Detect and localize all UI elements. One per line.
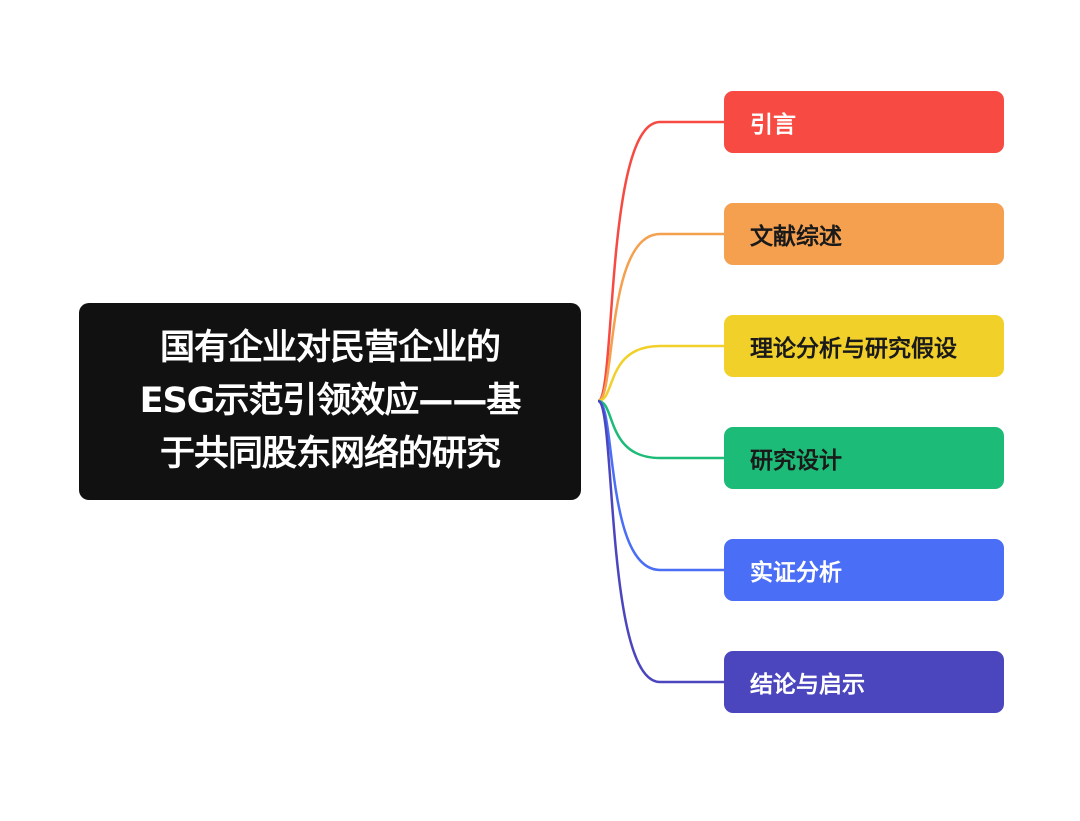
branch-node-research-design[interactable]: 研究设计 (724, 427, 1004, 489)
branch-label-theory-hypotheses: 理论分析与研究假设 (750, 336, 957, 362)
connector-line-4 (597, 399, 724, 460)
branch-label-introduction: 引言 (750, 112, 796, 138)
connector-line-2 (597, 232, 724, 403)
branch-node-introduction[interactable]: 引言 (724, 91, 1004, 153)
branch-node-empirical-analysis[interactable]: 实证分析 (724, 539, 1004, 601)
branch-node-theory-hypotheses[interactable]: 理论分析与研究假设 (724, 315, 1004, 377)
central-topic-line-2: ESG示范引领效应——基 (139, 381, 522, 421)
branch-label-research-design: 研究设计 (750, 448, 842, 474)
branch-node-conclusions[interactable]: 结论与启示 (724, 651, 1004, 713)
branch-label-empirical-analysis: 实证分析 (750, 560, 842, 586)
connector-line-5 (597, 399, 724, 572)
connector-line-3 (597, 344, 724, 403)
central-topic-title: 国有企业对民营企业的 ESG示范引领效应——基 于共同股东网络的研究 (139, 322, 522, 481)
branch-label-literature-review: 文献综述 (750, 224, 842, 250)
connector-line-6 (596, 399, 724, 684)
branch-node-literature-review[interactable]: 文献综述 (724, 203, 1004, 265)
connector-line-1 (596, 120, 724, 403)
central-topic[interactable]: 国有企业对民营企业的 ESG示范引领效应——基 于共同股东网络的研究 (79, 303, 581, 500)
branch-label-conclusions: 结论与启示 (750, 672, 865, 698)
central-topic-line-1: 国有企业对民营企业的 (159, 328, 501, 368)
central-topic-line-3: 于共同股东网络的研究 (159, 434, 501, 474)
